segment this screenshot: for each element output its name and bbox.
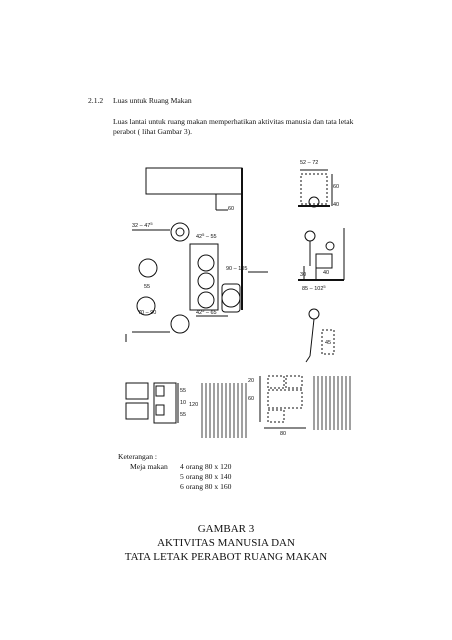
- dim-60-top: 60: [228, 206, 234, 212]
- figure-dining-layout: 60 32 – 475 425 – 55 90 – 105 55 425 – 6…: [125, 160, 351, 438]
- dim-table-10: 10: [180, 400, 186, 406]
- legend-title: Keterangan :: [118, 452, 158, 461]
- caption-title-line-2: TATA LETAK PERABOT RUANG MAKAN: [124, 551, 328, 563]
- dim-42-55: 425 – 55: [196, 232, 217, 240]
- body-paragraph: Luas lantai untuk ruang makan memperhati…: [113, 117, 413, 137]
- legend-value: 5 orang 80 x 140: [180, 472, 232, 481]
- dim-85-102: 85 – 1025: [302, 284, 326, 292]
- person-top-icon: [170, 222, 190, 242]
- dim-table-55: 55: [180, 388, 186, 394]
- dim-plan-20: 20: [248, 378, 254, 384]
- legend-label: Meja makan: [130, 462, 168, 471]
- dim-32: 32 – 475: [132, 221, 153, 229]
- legend-row: 6 orang 80 x 160: [118, 482, 231, 492]
- paragraph-line-2: perabot ( lihat Gambar 3).: [113, 127, 193, 136]
- dim-55: 55: [144, 284, 150, 290]
- person-bottom-icon: [170, 314, 190, 334]
- section-number: 2.1.2: [88, 96, 104, 105]
- dim-45: 45: [325, 340, 331, 346]
- legend-row: 5 orang 80 x 140: [118, 472, 231, 482]
- legend: Keterangan : Meja makan 4 orang 80 x 120…: [118, 452, 231, 492]
- sideboard-plan: [145, 167, 243, 195]
- dim-60-right: 60: [333, 184, 339, 190]
- dim-42-65: 425 – 65: [196, 308, 217, 316]
- paragraph-line-1: Luas lantai untuk ruang makan memperhati…: [113, 117, 354, 126]
- legend-value: 6 orang 80 x 160: [180, 482, 232, 491]
- dim-52-72: 52 – 72: [300, 160, 318, 166]
- dim-table-55b: 55: [180, 412, 186, 418]
- dim-40-mid: 40: [323, 270, 329, 276]
- legend-row: Meja makan 4 orang 80 x 120: [118, 462, 231, 472]
- dim-30: 30: [300, 272, 306, 278]
- section-title: Luas untuk Ruang Makan: [113, 96, 192, 105]
- dim-70-90: 70 – 90: [138, 310, 156, 316]
- dim-90-105: 90 – 105: [226, 266, 247, 272]
- person-left-icon: [138, 258, 158, 278]
- legend-value: 4 orang 80 x 120: [180, 462, 232, 471]
- dim-plan-60: 60: [248, 396, 254, 402]
- dim-plan-80: 80: [280, 431, 286, 437]
- dining-table-plan: [189, 243, 219, 311]
- dim-table-120: 120: [189, 402, 198, 408]
- dim-40-right: 40: [333, 202, 339, 208]
- caption-title-line-1: AKTIVITAS MANUSIA DAN: [157, 537, 295, 549]
- caption-figure-number: GAMBAR 3: [197, 523, 255, 535]
